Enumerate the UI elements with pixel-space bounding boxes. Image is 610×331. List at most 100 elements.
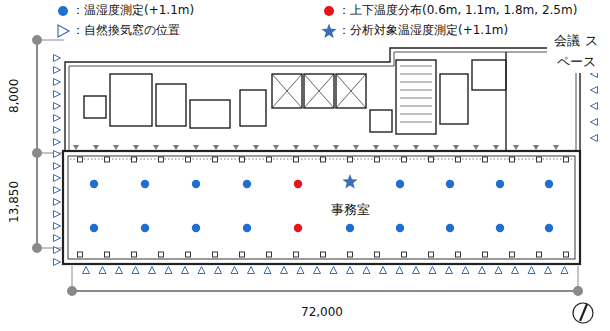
window-triangle [429,267,436,274]
vent [433,145,439,150]
legend-triangle [58,25,69,37]
window-triangle [54,211,61,218]
temp-humidity-point [90,180,98,188]
window-triangle [413,267,420,274]
temp-humidity-point [446,224,454,232]
window-triangle [116,267,123,274]
dimension-lines [33,36,582,295]
room-label: 会議 スペース [547,31,605,73]
window-triangle [54,103,61,110]
window-triangle [165,267,172,274]
legend-swatch [324,6,334,16]
temp-humidity-point [243,224,251,232]
column [456,252,461,257]
window-triangle [54,175,61,182]
temp-humidity-point [192,180,200,188]
window-triangle [545,267,552,274]
window-triangle [528,267,535,274]
window-triangle [54,247,61,254]
column [78,157,83,162]
vent [553,145,559,150]
column [159,252,164,257]
column [537,157,542,162]
window-triangle [330,267,337,274]
window-triangle [54,115,61,122]
window-triangle [512,267,519,274]
column [483,252,488,257]
column [78,252,83,257]
window-triangle [132,267,139,274]
column [321,252,326,257]
window-triangle [54,199,61,206]
window-triangle [54,187,61,194]
window-triangle [591,87,598,94]
window-triangle [54,259,61,266]
window-triangle [347,267,354,274]
temp-humidity-point [496,180,504,188]
column [294,157,299,162]
column [510,252,515,257]
window-triangle [264,267,271,274]
temp-humidity-point [496,224,504,232]
dimension-label: 72,000 [300,306,344,320]
vent [513,145,519,150]
vent [313,145,319,150]
column [294,252,299,257]
window-triangle [198,267,205,274]
window-triangle [591,103,598,110]
column [240,157,245,162]
vertical-temp-point [294,224,302,232]
vent [193,145,199,150]
window-triangle [446,267,453,274]
window-triangle [54,223,61,230]
legend-text: ：上下温度分布(0.6m, 1.1m, 1.8m, 2.5m) [338,4,577,18]
column [483,157,488,162]
column [402,252,407,257]
window-triangle [561,267,568,274]
north-arrow [573,303,593,323]
column [321,157,326,162]
window-triangle [83,267,90,274]
vent [413,145,419,150]
column [456,157,461,162]
column [132,252,137,257]
column [564,157,569,162]
window-triangle [54,55,61,62]
column [375,157,380,162]
vent [253,145,259,150]
window-triangle [54,79,61,86]
temp-humidity-point [192,224,200,232]
column [348,252,353,257]
vent [73,145,79,150]
column [240,252,245,257]
vent [353,145,359,150]
temp-humidity-point [545,224,553,232]
temp-humidity-point [346,224,354,232]
vent [113,145,119,150]
columns [78,157,569,257]
vent [233,145,239,150]
window-triangle [54,139,61,146]
column [564,252,569,257]
vent [393,145,399,150]
vent [213,145,219,150]
window-triangle [591,135,598,142]
window-triangle [182,267,189,274]
office-walls [63,151,580,264]
window-triangle [54,151,61,158]
legend-star [321,24,336,39]
temp-humidity-point [90,224,98,232]
window-triangle [495,267,502,274]
column [429,252,434,257]
vent [133,145,139,150]
vent [293,145,299,150]
vent [453,145,459,150]
vent [373,145,379,150]
column [132,157,137,162]
column [159,157,164,162]
window-triangle [363,267,370,274]
window-triangle [54,163,61,170]
window-triangle [396,267,403,274]
column [105,157,110,162]
